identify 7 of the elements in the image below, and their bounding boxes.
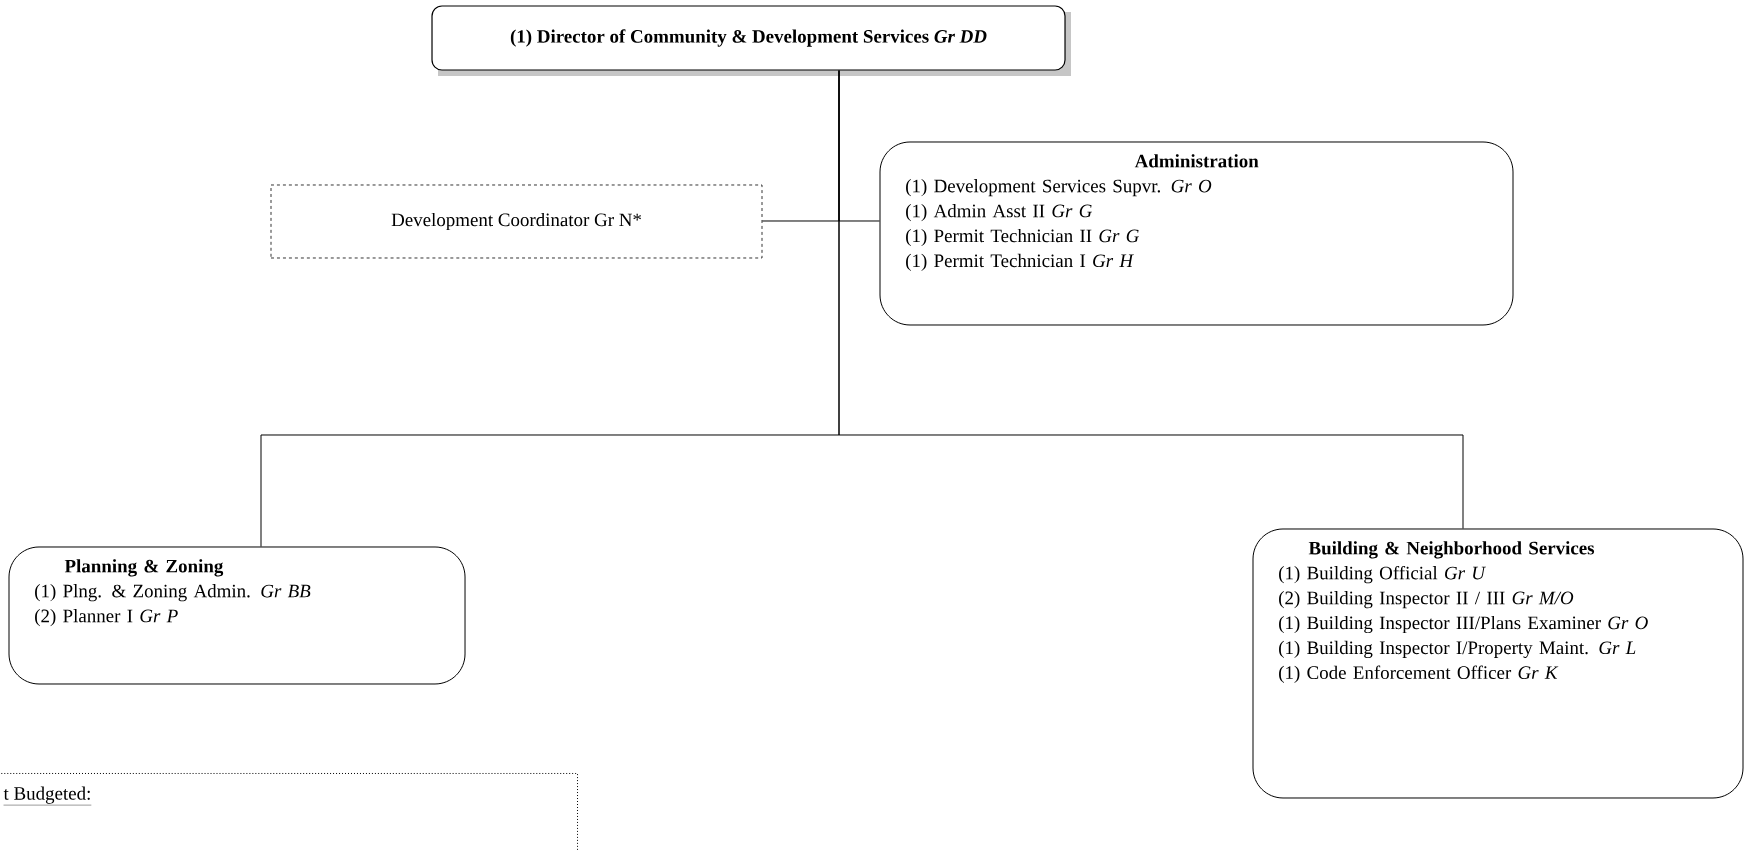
position-box: (1) Director of Community & Development Services Gr DD: [431, 5, 1071, 76]
note-box: t Budgeted:: [0, 773, 578, 851]
department-box: Administration (1) Development Services Supvr. Gr O (1) Admin Asst II Gr G (1) Permit Technician II Gr G (1) Permit Technician I Gr H: [879, 141, 1514, 326]
department-box: Planning & Zoning (1) Plng. & Zoning Admin. Gr BB (2) Planner I Gr P: [8, 546, 466, 685]
position-box: Development Coordinator Gr N*: [270, 184, 763, 259]
connector-line: [838, 70, 1464, 529]
department-box: Building & Neighborhood Services (1) Building Official Gr U (2) Building Inspector II / III Gr M/O (1) Building Inspector III/Plans Examiner Gr O (1) Building Inspector I/Property Maint. Gr L (1) Code Enforcement Officer Gr K: [1252, 528, 1744, 799]
